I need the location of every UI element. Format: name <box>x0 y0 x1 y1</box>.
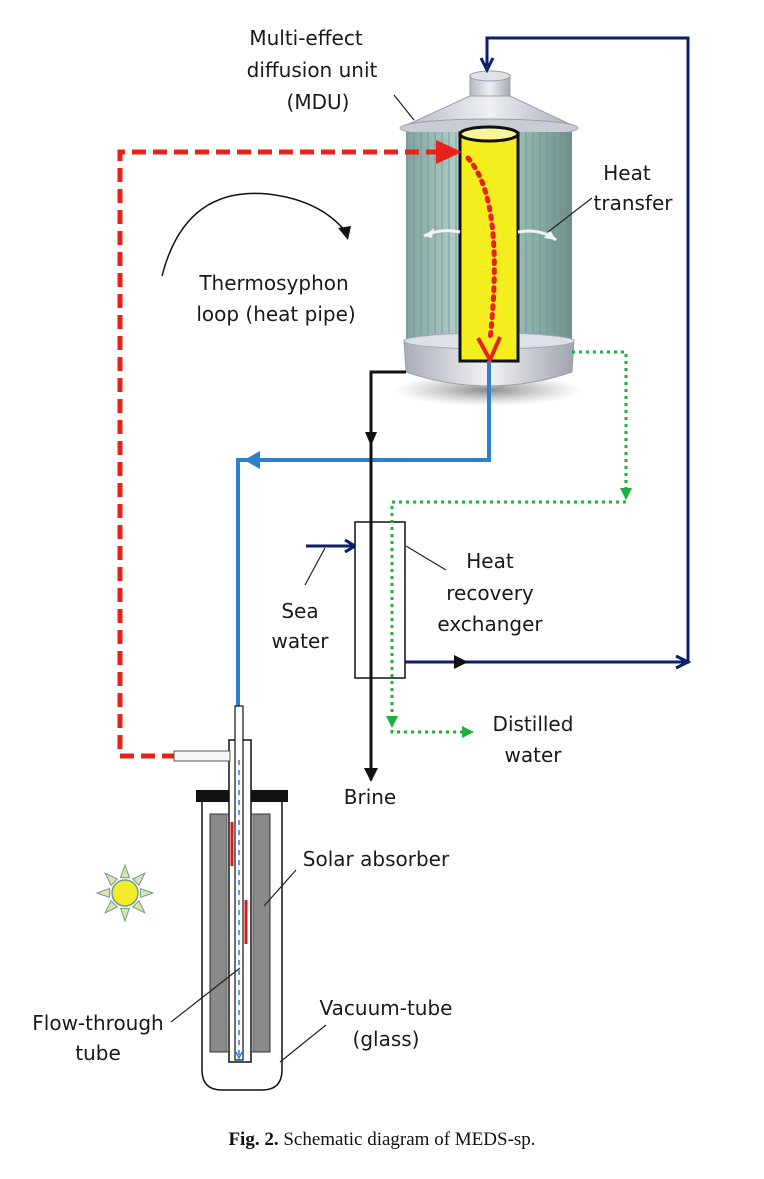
leader-lines <box>170 94 593 1063</box>
caption-prefix: Fig. 2. <box>228 1129 278 1150</box>
svg-text:Distilled: Distilled <box>493 712 574 736</box>
sun-ray <box>119 907 131 923</box>
svg-text:loop (heat pipe): loop (heat pipe) <box>196 302 355 326</box>
svg-text:diffusion unit: diffusion unit <box>247 58 378 82</box>
outlet-pipe <box>173 750 231 762</box>
svg-text:transfer: transfer <box>594 191 674 215</box>
label-distilled-water: Distilled water <box>493 712 574 767</box>
svg-text:Flow-through: Flow-through <box>32 1011 163 1035</box>
core-flow-arrowhead <box>476 336 502 365</box>
label-flow-through: Flow-through tube <box>32 1011 163 1065</box>
label-sea-water: Sea water <box>272 599 330 653</box>
svg-text:Thermosyphon: Thermosyphon <box>198 271 348 295</box>
svg-text:(MDU): (MDU) <box>287 90 350 114</box>
label-heat-recovery: Heat recovery exchanger <box>437 549 543 636</box>
heat-recovery-exchanger <box>354 521 406 679</box>
svg-text:Heat: Heat <box>466 549 514 573</box>
sun-ray <box>119 863 131 879</box>
svg-text:tube: tube <box>75 1041 121 1065</box>
svg-text:water: water <box>505 743 563 767</box>
label-thermosyphon: Thermosyphon loop (heat pipe) <box>196 271 355 326</box>
hot-water-arrowhead <box>244 451 260 469</box>
svg-text:Sea: Sea <box>281 599 318 623</box>
label-solar-absorber: Solar absorber <box>303 847 450 871</box>
svg-text:water: water <box>272 629 330 653</box>
heat-pipe-core <box>458 131 520 363</box>
sun-ray <box>104 872 119 887</box>
sun-ray <box>95 887 111 899</box>
sun-ray <box>131 899 146 914</box>
sun-ray <box>131 872 146 887</box>
mdu-unit <box>393 70 583 406</box>
loop-arrowhead <box>436 140 462 164</box>
label-heat-transfer: Heat transfer <box>594 161 674 215</box>
figure-caption: Fig. 2. Schematic diagram of MEDS-sp. <box>228 1129 535 1150</box>
svg-text:Vacuum-tube: Vacuum-tube <box>320 996 453 1020</box>
sun-icon <box>95 863 155 923</box>
distillate-line <box>386 350 632 738</box>
sun-ray <box>104 899 119 914</box>
label-vacuum-tube: Vacuum-tube (glass) <box>320 996 453 1051</box>
sea-water-line <box>306 36 692 670</box>
svg-text:exchanger: exchanger <box>437 612 543 636</box>
label-brine: Brine <box>344 785 396 809</box>
caption-text: Schematic diagram of MEDS-sp. <box>279 1129 536 1150</box>
svg-text:Heat: Heat <box>603 161 651 185</box>
hot-water-line <box>236 361 491 706</box>
label-mdu: Multi-effect diffusion unit (MDU) <box>247 26 378 114</box>
sun-ray <box>139 887 155 899</box>
svg-text:recovery: recovery <box>446 581 534 605</box>
svg-text:Multi-effect: Multi-effect <box>249 26 362 50</box>
thermosyphon-loop <box>117 140 502 759</box>
svg-text:(glass): (glass) <box>353 1027 420 1051</box>
thermosyphon-indicator-arrow <box>161 192 347 277</box>
solar-collector <box>173 705 288 1091</box>
